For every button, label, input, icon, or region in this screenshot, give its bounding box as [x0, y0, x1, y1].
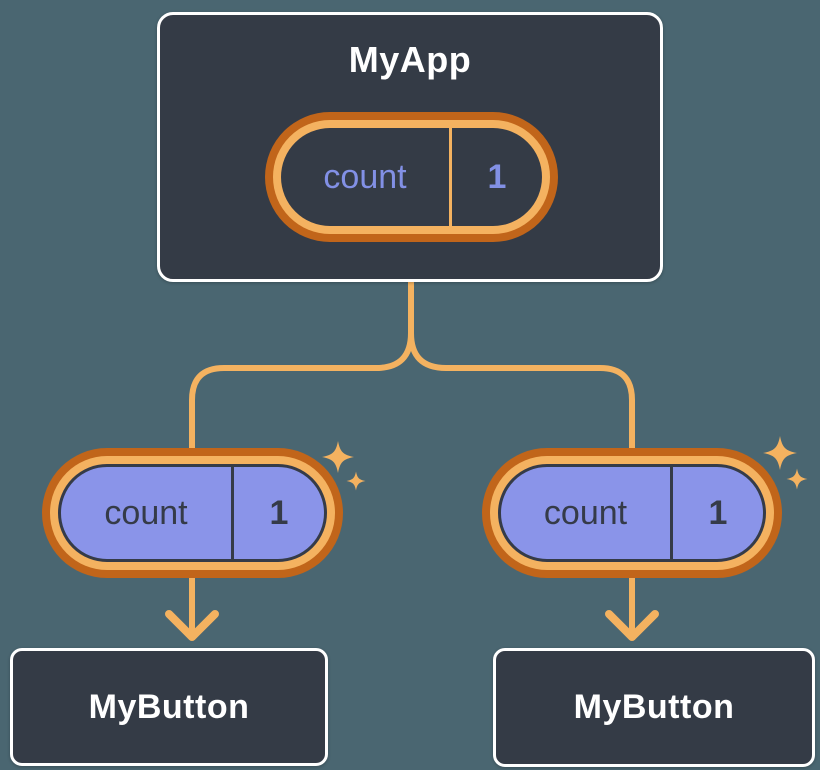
node-mybutton-left: MyButton — [10, 648, 328, 766]
prop-pill-core: count 1 — [58, 464, 327, 562]
prop-value: 1 — [708, 493, 728, 532]
prop-key: count — [104, 493, 188, 532]
sparkle-icon — [763, 436, 797, 470]
pill-divider — [449, 128, 452, 226]
arrowhead-right-icon — [605, 610, 659, 641]
node-myapp-title: MyApp — [348, 39, 472, 80]
node-mybutton-title: MyButton — [88, 687, 250, 726]
connector-root-to-right-child — [408, 279, 635, 637]
sparkles-left-prop — [322, 441, 366, 491]
state-key: count — [323, 157, 407, 196]
pill-divider — [231, 467, 234, 559]
state-value: 1 — [487, 157, 507, 196]
sparkle-icon — [346, 471, 366, 491]
prop-pill-ring: count 1 — [490, 456, 774, 570]
prop-key: count — [543, 493, 628, 532]
prop-pill-ring: count 1 — [50, 456, 335, 570]
sparkles-right-prop — [763, 436, 808, 490]
arrowhead-left-icon — [165, 610, 219, 641]
sparkle-icon — [322, 441, 354, 473]
prop-pill-right: count 1 — [482, 448, 782, 578]
node-mybutton-right: MyButton — [493, 648, 815, 767]
state-pill-core: count 1 — [281, 128, 542, 226]
state-pill-root: count 1 — [265, 112, 558, 242]
connector-root-to-left-child — [189, 279, 414, 637]
sparkle-icon — [786, 468, 808, 490]
pill-divider — [670, 467, 673, 559]
prop-value: 1 — [269, 493, 289, 532]
prop-pill-core: count 1 — [498, 464, 766, 562]
node-mybutton-title: MyButton — [573, 688, 735, 726]
state-pill-ring: count 1 — [273, 120, 550, 234]
prop-pill-left: count 1 — [42, 448, 343, 578]
